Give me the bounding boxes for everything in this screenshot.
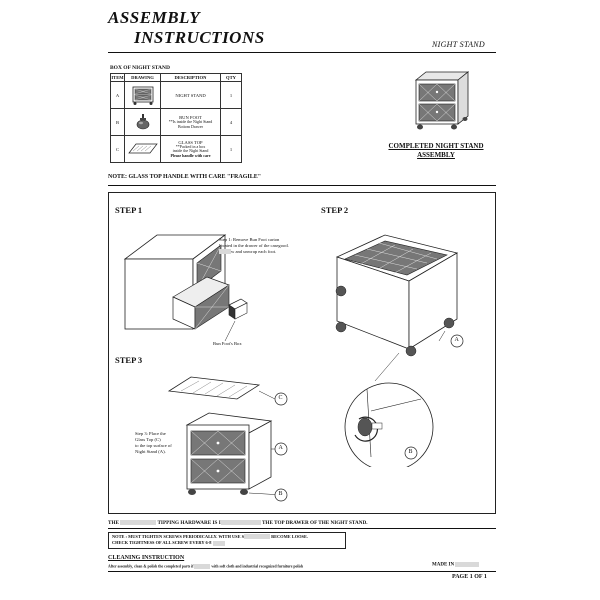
cleaning-text: After assembly, clean & polish the compl… bbox=[108, 564, 304, 569]
nightstand-icon bbox=[132, 86, 153, 105]
title-line-2: INSTRUCTIONS bbox=[134, 28, 265, 47]
box-label: BOX OF NIGHT STAND bbox=[110, 65, 170, 71]
row-qty: 1 bbox=[220, 81, 242, 109]
col-description: DESCRIPTION bbox=[160, 73, 221, 82]
callout-b-label: B bbox=[408, 449, 413, 455]
row-item: B bbox=[110, 108, 125, 136]
redacted-text: x bbox=[455, 562, 480, 567]
footer-rule bbox=[108, 528, 496, 529]
glass-note: NOTE: GLASS TOP HANDLE WITH CARE "FRAGIL… bbox=[108, 174, 262, 180]
col-item: ITEM bbox=[110, 73, 125, 82]
redacted-text: x bbox=[120, 520, 157, 526]
table-row: C GLASS TOP **Packed in a box inside the… bbox=[110, 135, 242, 163]
redacted-text: x bbox=[244, 534, 271, 540]
bun-foot-drawing bbox=[124, 108, 161, 136]
row-description: BUN FOOT **Is inside the Night Stand Bot… bbox=[160, 108, 221, 136]
anti-tip-notice: THE x TIPPING HARDWARE IS Ix THE TOP DRA… bbox=[108, 520, 368, 526]
parts-table-header: ITEM DRAWING DESCRIPTION QTY bbox=[110, 73, 242, 82]
steps-panel: STEP 1 STEP 2 STEP 3 Step 1: Remove Bun … bbox=[108, 192, 496, 514]
completed-label: COMPLETED NIGHT STAND ASSEMBLY bbox=[388, 142, 484, 159]
nightstand-drawing bbox=[124, 81, 161, 109]
step-3-label: STEP 3 bbox=[115, 355, 143, 365]
callout-a-label: A bbox=[454, 337, 459, 343]
cleaning-heading: CLEANING INSTRUCTION bbox=[108, 555, 185, 561]
page-number: PAGE 1 OF 1 bbox=[452, 574, 487, 580]
step-2-label: STEP 2 bbox=[321, 205, 349, 215]
callout-a3-circle bbox=[274, 442, 288, 456]
step-1-label: STEP 1 bbox=[115, 205, 143, 215]
step-1-illustration bbox=[123, 234, 248, 342]
callout-b-circle bbox=[404, 446, 418, 460]
row-description: NIGHT STAND bbox=[160, 81, 221, 109]
callout-c-circle bbox=[274, 392, 288, 406]
step-3-illustration bbox=[167, 376, 284, 496]
screw-note: NOTE : MUST TIGHTEN SCREWS PERIODICALLY.… bbox=[108, 532, 346, 549]
document-title: ASSEMBLY INSTRUCTIONS bbox=[108, 8, 265, 48]
completed-nightstand-illustration bbox=[414, 71, 470, 130]
redacted-text: x bbox=[194, 564, 211, 569]
section-rule bbox=[108, 185, 496, 186]
title-line-1: ASSEMBLY bbox=[108, 8, 201, 27]
row-description: GLASS TOP **Packed in a box inside the N… bbox=[160, 135, 221, 163]
header-rule bbox=[108, 52, 496, 53]
step-3-text: Step 3: Place the Glass Top (C) to the t… bbox=[135, 431, 172, 454]
glass-top-drawing bbox=[124, 135, 161, 163]
callout-a-circle bbox=[450, 334, 464, 348]
table-row: B BUN FOOT **Is inside the Night Stand B… bbox=[110, 108, 242, 136]
row-qty: 1 bbox=[220, 135, 242, 163]
redacted-text: x bbox=[212, 540, 225, 546]
row-qty: 4 bbox=[220, 108, 242, 136]
redacted-text: x bbox=[220, 520, 261, 526]
callout-c-label: C bbox=[278, 395, 283, 401]
callout-a3-label: A bbox=[278, 445, 283, 451]
glass-top-icon bbox=[127, 143, 158, 153]
callout-b3-circle bbox=[274, 488, 288, 502]
step-2-illustration bbox=[335, 234, 459, 467]
col-drawing: DRAWING bbox=[124, 73, 161, 82]
made-in: MADE IN x bbox=[432, 562, 480, 568]
row-item: A bbox=[110, 81, 125, 109]
step-1-text: Step 1: Remove Bun Foot carton located i… bbox=[219, 237, 289, 255]
col-qty: QTY bbox=[220, 73, 242, 82]
document-subtitle: NIGHT STAND bbox=[432, 40, 486, 49]
redacted-text: x bbox=[219, 249, 231, 255]
table-row: A NIGHT STAND 1 bbox=[110, 81, 242, 109]
bun-foot-box-callout: Bun Foot's Box bbox=[213, 341, 242, 346]
bun-foot-icon bbox=[136, 113, 149, 129]
row-item: C bbox=[110, 135, 125, 163]
callout-b3-label: B bbox=[278, 491, 283, 497]
parts-table: ITEM DRAWING DESCRIPTION QTY A NIGHT STA… bbox=[110, 73, 242, 163]
bottom-rule bbox=[108, 571, 496, 572]
